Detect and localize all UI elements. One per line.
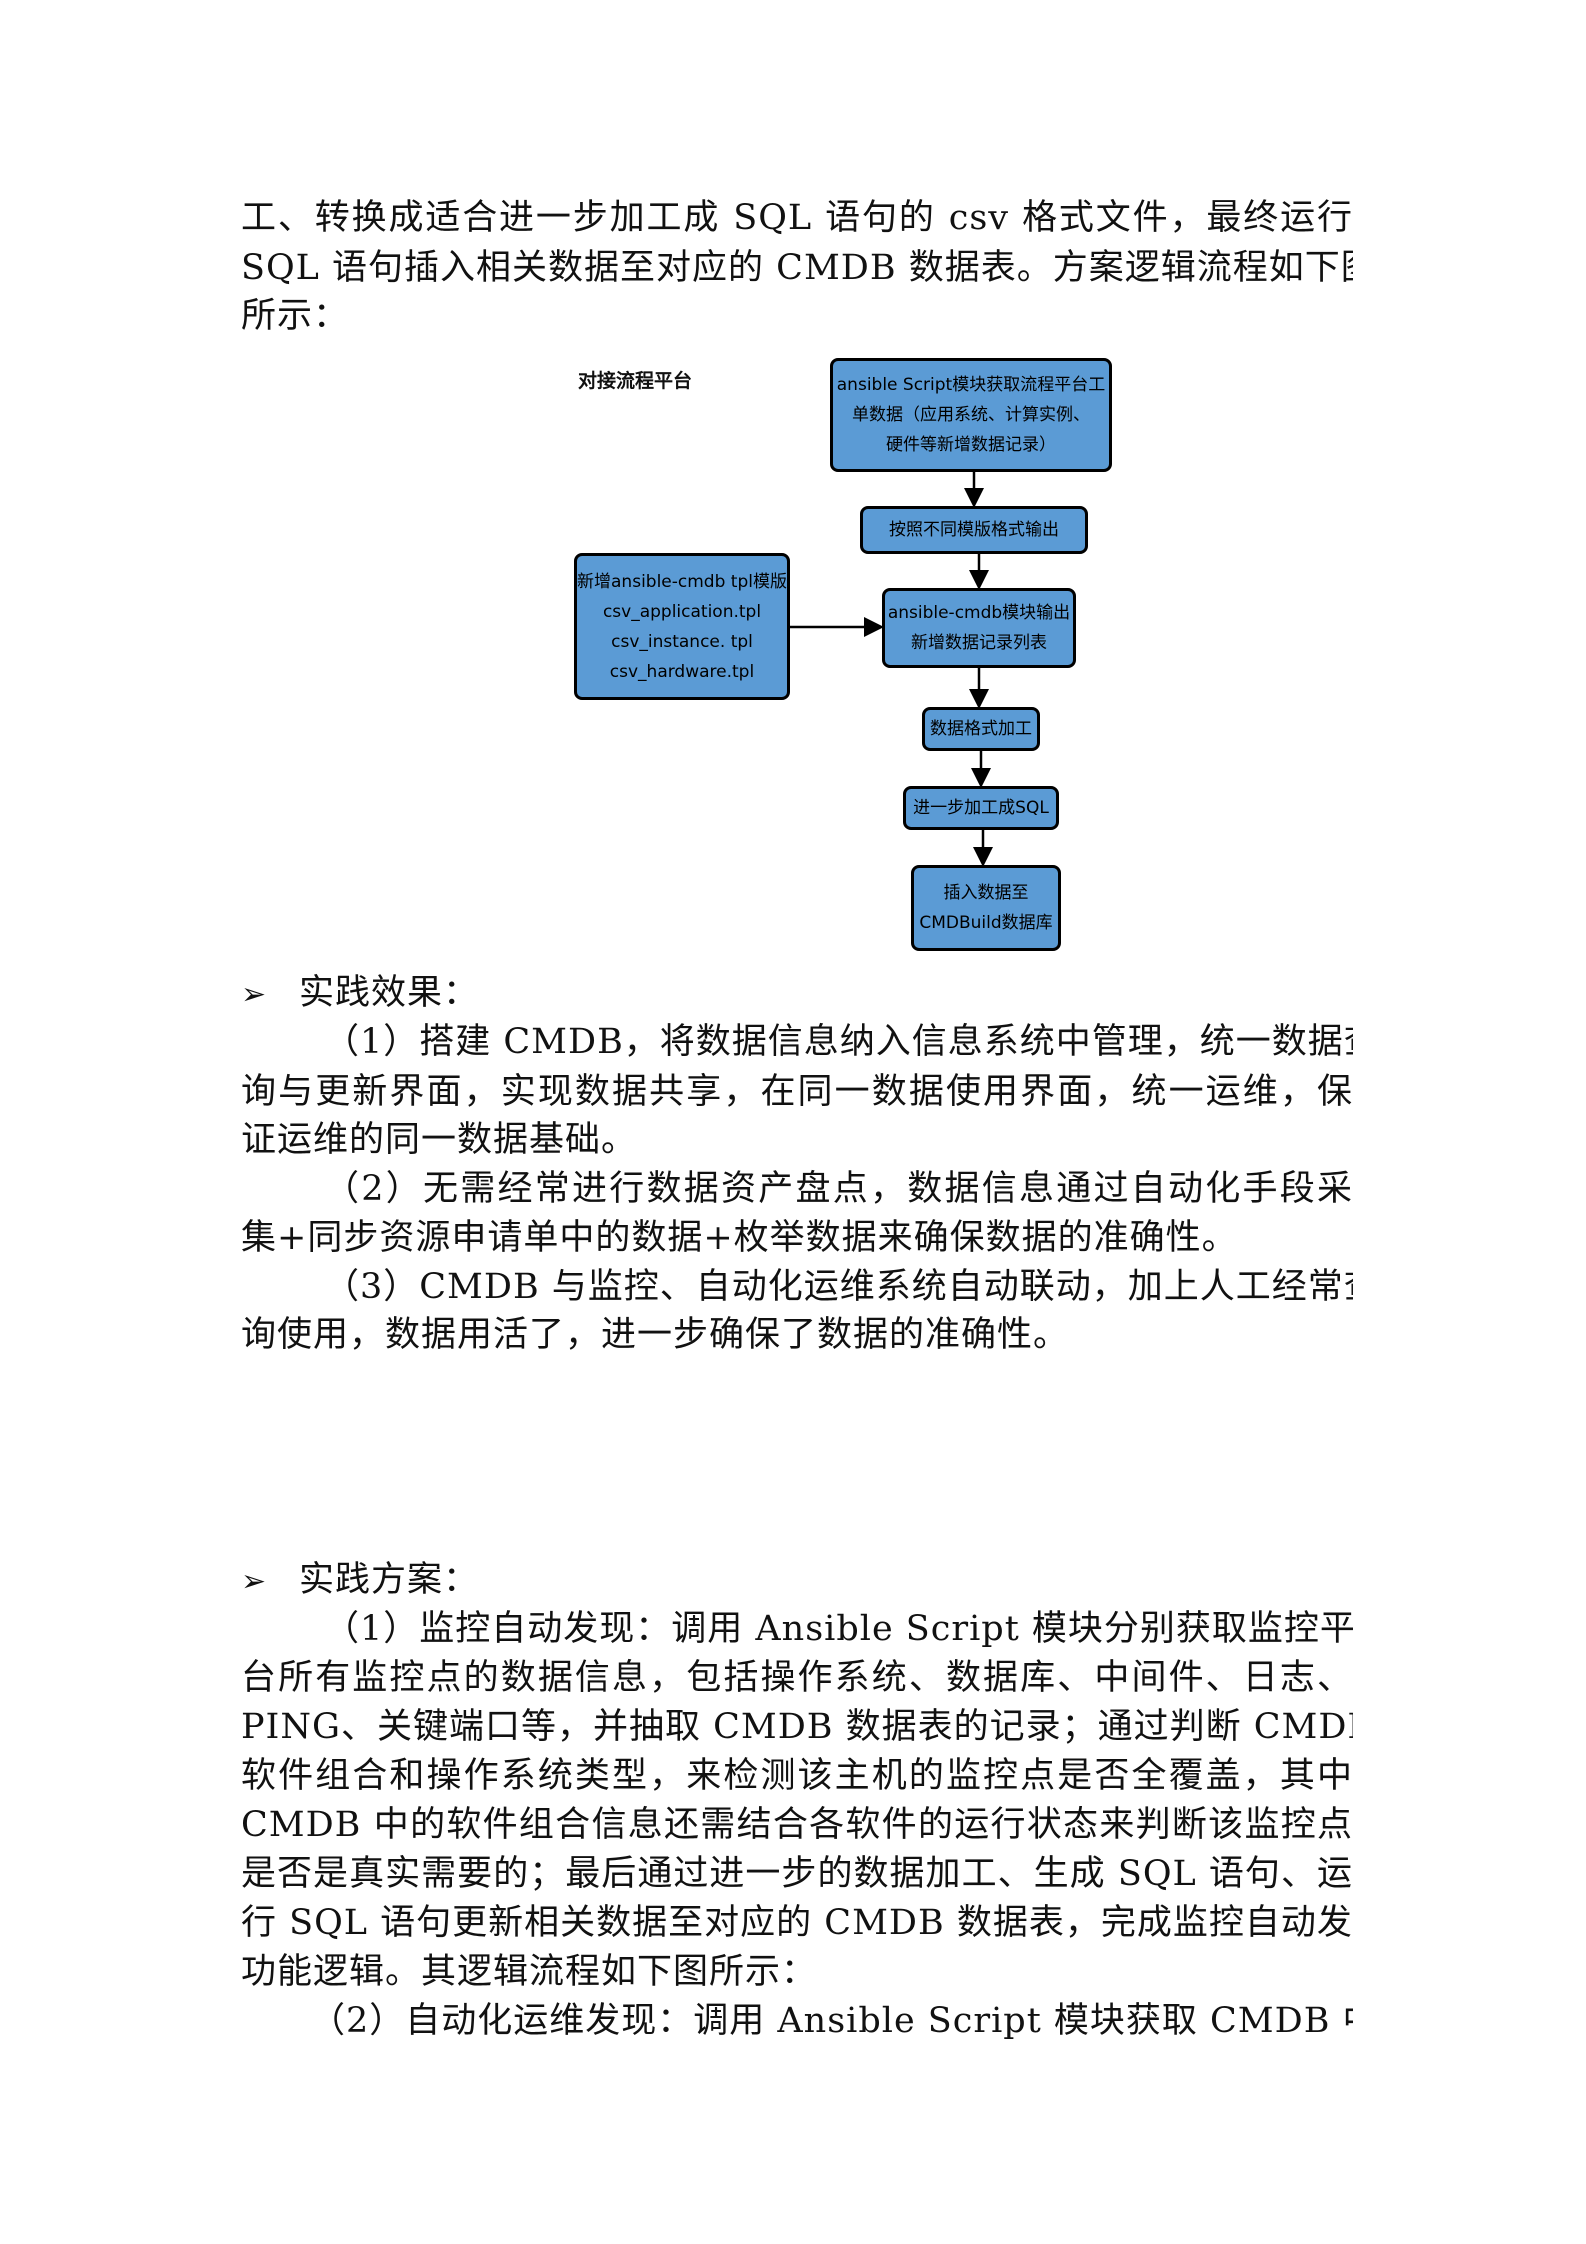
body-text-line: 询与更新界面，实现数据共享，在同一数据使用界面，统一运维，保 — [241, 1072, 1353, 1112]
flow-box-text: ansible-cmdb模块输出 — [887, 603, 1071, 623]
body-text-line: SQL 语句插入相关数据至对应的 CMDB 数据表。方案逻辑流程如下图 — [241, 248, 1353, 288]
bold-text-line — [241, 1457, 1353, 1507]
body-text-line: 台所有监控点的数据信息，包括操作系统、数据库、中间件、日志、 — [241, 1658, 1353, 1698]
flow-box-insert-db: 插入数据至 CMDBuild数据库 — [911, 865, 1061, 951]
bullet-heading-plan: ➢ 实践方案： — [241, 1555, 1353, 1605]
flow-box-ansible-script: ansible Script模块获取流程平台工 单数据（应用系统、计算实例、 硬… — [830, 358, 1112, 472]
body-text-line: 证运维的同一数据基础。 — [241, 1120, 638, 1160]
body-text-line: 行 SQL 语句更新相关数据至对应的 CMDB 数据表，完成监控自动发现 — [241, 1903, 1353, 1943]
body-text-line: 集+同步资源申请单中的数据+枚举数据来确保数据的准确性。 — [241, 1218, 1238, 1258]
flow-box-text: 插入数据至 — [943, 883, 1029, 903]
flow-box-text: 数据格式加工 — [930, 719, 1032, 739]
flow-box-cmdb-output: ansible-cmdb模块输出 新增数据记录列表 — [882, 588, 1076, 668]
body-text-line: PING、关键端口等，并抽取 CMDB 数据表的记录；通过判断 CMDB 中的 — [241, 1707, 1353, 1747]
bold-text-line — [241, 1408, 1353, 1458]
bold-text-line — [310, 1359, 1353, 1409]
flow-box-text: 硬件等新增数据记录） — [886, 435, 1056, 455]
body-text-line: 功能逻辑。其逻辑流程如下图所示： — [241, 1952, 818, 1992]
flow-box-tpl-template: 新增ansible-cmdb tpl模版 csv_application.tpl… — [574, 553, 790, 700]
body-text-line: 软件组合和操作系统类型，来检测该主机的监控点是否全覆盖，其中 — [241, 1756, 1353, 1796]
bold-text-line — [241, 1506, 1353, 1556]
body-text-line: （1）监控自动发现：调用 Ansible Script 模块分别获取监控平 — [324, 1609, 1353, 1649]
body-text-line: （2）自动化运维发现：调用 Ansible Script 模块获取 CMDB 中… — [310, 2001, 1353, 2041]
flow-arrows — [790, 472, 993, 867]
flow-box-text: 按照不同模版格式输出 — [889, 520, 1059, 540]
flow-box-data-process: 数据格式加工 — [922, 707, 1040, 751]
flow-box-text: CMDBuild数据库 — [919, 913, 1053, 933]
flow-box-text: 进一步加工成SQL — [913, 798, 1049, 818]
bullet-arrow-icon: ➢ — [241, 977, 268, 1012]
body-text-line: 询使用，数据用活了，进一步确保了数据的准确性。 — [241, 1315, 1070, 1355]
body-text-line: （3）CMDB 与监控、自动化运维系统自动联动，加上人工经常查 — [324, 1267, 1353, 1307]
flow-box-text: 单数据（应用系统、计算实例、 — [852, 405, 1090, 425]
body-text-line: （2）无需经常进行数据资产盘点，数据信息通过自动化手段采 — [324, 1169, 1353, 1209]
heading-text: 实践效果： — [299, 973, 480, 1013]
flow-box-text: csv_instance. tpl — [611, 631, 753, 652]
flow-box-text: 新增数据记录列表 — [911, 633, 1047, 653]
body-text-line: （1）搭建 CMDB，将数据信息纳入信息系统中管理，统一数据查 — [324, 1022, 1353, 1062]
flow-box-text: 新增ansible-cmdb tpl模版 — [577, 571, 787, 592]
flowchart-title: 对接流程平台 — [578, 370, 693, 392]
body-text-line: 是否是真实需要的；最后通过进一步的数据加工、生成 SQL 语句、运 — [241, 1854, 1353, 1894]
body-text-line: CMDB 中的软件组合信息还需结合各软件的运行状态来判断该监控点 — [241, 1805, 1353, 1845]
body-text-line: 工、转换成适合进一步加工成 SQL 语句的 csv 格式文件，最终运行 — [241, 198, 1353, 238]
flow-box-text: ansible Script模块获取流程平台工 — [836, 375, 1106, 395]
heading-text: 实践方案： — [299, 1560, 480, 1600]
bullet-arrow-icon: ➢ — [241, 1564, 268, 1599]
flow-box-text: csv_application.tpl — [602, 601, 762, 622]
flow-box-text: csv_hardware.tpl — [609, 661, 755, 682]
bullet-heading-effect: ➢ 实践效果： — [241, 968, 1353, 1018]
body-text-line: 所示： — [241, 296, 350, 336]
